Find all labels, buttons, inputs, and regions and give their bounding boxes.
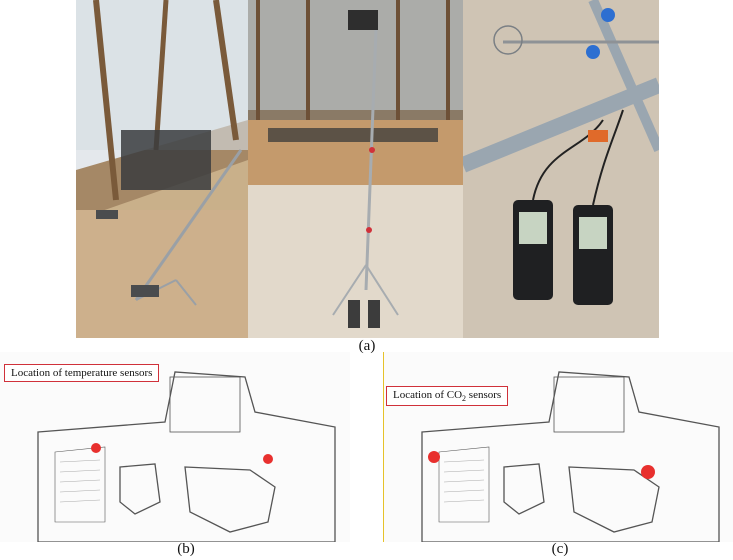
caption-a: (a) bbox=[358, 338, 376, 354]
legend-co2-prefix: Location of CO bbox=[393, 389, 463, 401]
temperature-sensor-2 bbox=[263, 454, 273, 464]
photo-sensor-mast bbox=[248, 0, 463, 338]
co2-sensor-1 bbox=[428, 451, 440, 463]
co2-sensor-2 bbox=[641, 465, 655, 479]
caption-b: (b) bbox=[177, 541, 195, 557]
legend-co2-sub: 2 bbox=[462, 394, 467, 404]
legend-co2-suffix: sensors bbox=[466, 389, 502, 401]
caption-c: (c) bbox=[551, 541, 569, 557]
temperature-sensor-1 bbox=[91, 443, 101, 453]
legend-temperature: Location of temperature sensors bbox=[4, 364, 160, 382]
photo-tripod-corner bbox=[76, 0, 248, 338]
legend-co2: Location of CO2 sensors bbox=[386, 386, 509, 407]
legend-temperature-text: Location of temperature sensors bbox=[11, 367, 153, 379]
photo-handheld-meters bbox=[463, 0, 659, 338]
floor-plan-co2: Location of CO2 sensors bbox=[383, 352, 733, 542]
floor-plan-temperature: Location of temperature sensors bbox=[0, 352, 350, 542]
